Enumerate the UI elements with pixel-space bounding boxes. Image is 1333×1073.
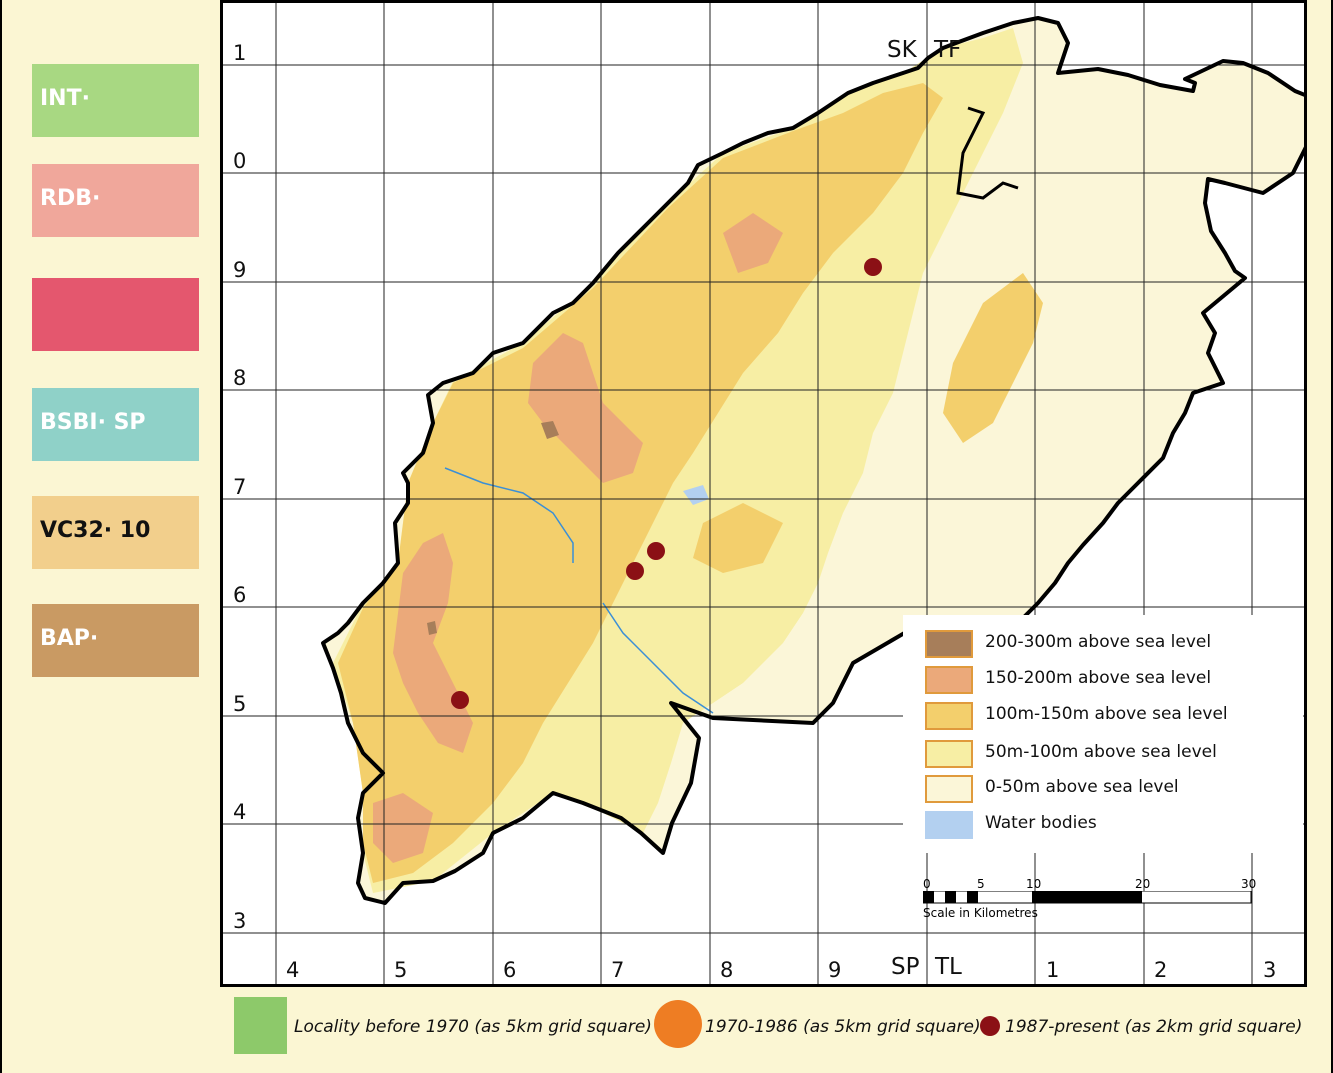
period-1987-label: 1987-present (as 2km grid square) [1005,1017,1303,1037]
scale-tick: 10 [1026,877,1042,891]
row-label-1: 1 [233,41,247,65]
col-label-9: 9 [828,958,842,982]
scale-tick: 0 [923,877,931,891]
row-label-4: 4 [233,800,247,824]
scale-tick: 30 [1241,877,1257,891]
square-tf: TF [934,37,962,63]
legend-label: 100m-150m above sea level [985,704,1228,724]
col-label-1: 1 [1046,958,1060,982]
col-label-2: 2 [1154,958,1168,982]
col-label-5: 5 [394,958,408,982]
altitude-legend: 200-300m above sea level 150-200m above … [925,628,1295,848]
distribution-map: 1 0 9 8 7 6 5 4 3 4 5 6 7 8 9 1 2 3 SK T… [220,0,1307,987]
record-legend: Locality before 1970 (as 5km grid square… [2,997,1333,1057]
col-label-8: 8 [720,958,734,982]
legend-swatch [925,775,973,803]
row-label-9: 9 [233,258,247,282]
status-vc: VC32· 10 [32,496,199,569]
scale-caption: Scale in Kilometres [923,906,1038,920]
square-sp: SP [891,954,920,980]
legend-label: Water bodies [985,813,1097,833]
status-bsbi: BSBI· SP [32,388,199,461]
col-label-7: 7 [611,958,625,982]
scale-bar: 0 5 10 20 30 Scale in Kilometres [923,877,1263,927]
legend-swatch [925,630,973,658]
pre-1970-swatch [234,997,287,1054]
legend-swatch [925,811,973,839]
status-int: INT· [32,64,199,137]
period-1970-1986-label: 1970-1986 (as 5km grid square) [705,1017,981,1037]
scale-graphic [923,891,1252,904]
row-label-3: 3 [233,909,247,933]
scale-tick: 5 [977,877,985,891]
legend-label: 50m-100m above sea level [985,742,1217,762]
status-blank [32,278,199,351]
record-dot [626,562,644,580]
col-label-4: 4 [286,958,300,982]
record-dot [864,258,882,276]
row-label-7: 7 [233,475,247,499]
col-label-3: 3 [1263,958,1277,982]
square-tl: TL [935,954,962,980]
row-label-8: 8 [233,366,247,390]
legend-label: 0-50m above sea level [985,777,1179,797]
legend-label: 200-300m above sea level [985,632,1212,652]
row-label-0: 0 [233,149,247,173]
col-label-6: 6 [503,958,517,982]
legend-swatch [925,666,973,694]
period-1987-swatch [980,1016,1000,1036]
period-1970-1986-swatch [654,1000,702,1048]
legend-label: 150-200m above sea level [985,668,1212,688]
status-bap: BAP· [32,604,199,677]
legend-swatch [925,740,973,768]
row-label-5: 5 [233,692,247,716]
map-canvas [223,3,1304,984]
legend-swatch [925,702,973,730]
scale-tick: 20 [1135,877,1151,891]
record-dot [451,691,469,709]
pre-1970-label: Locality before 1970 (as 5km grid square… [294,1017,652,1037]
row-label-6: 6 [233,583,247,607]
square-sk: SK [887,37,917,63]
record-dot [647,542,665,560]
status-rdb: RDB· [32,164,199,237]
